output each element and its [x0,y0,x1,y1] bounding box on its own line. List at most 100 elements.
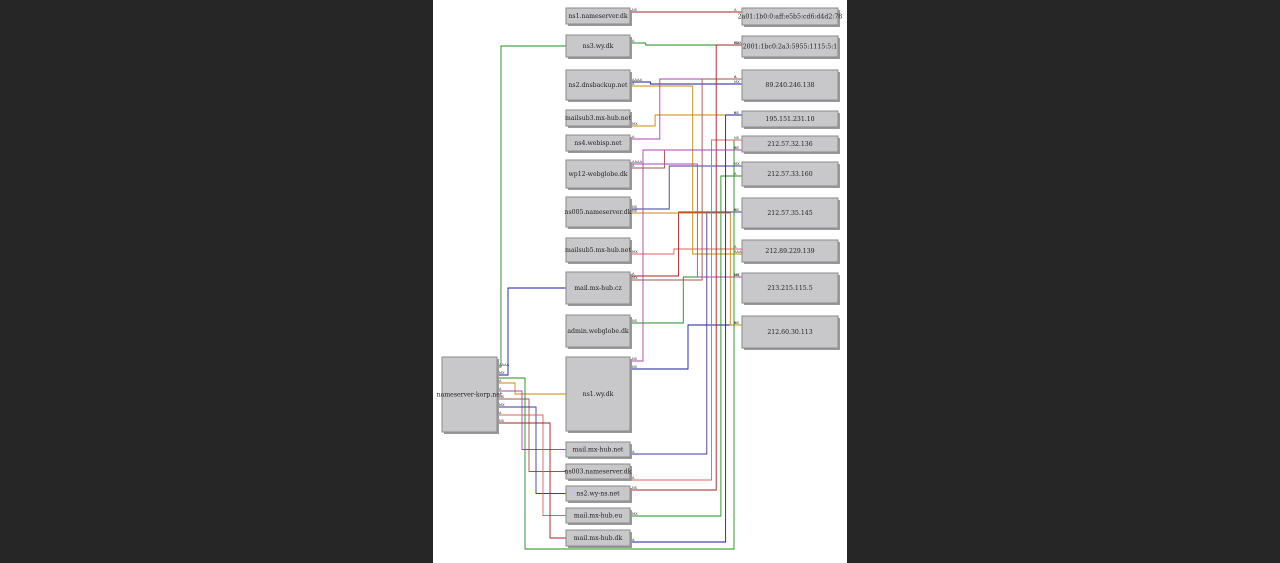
edge-10 [630,324,742,370]
edge-port-label: NS [632,365,638,369]
edge-port-label: NS [632,209,638,213]
right-node-4-label: 212.57.32.136 [767,141,812,148]
edge-port-label: NS [734,273,740,277]
edge-port-label: MX [734,162,740,166]
edge-2 [630,81,742,85]
right-node-4[interactable]: 212.57.32.136 [741,135,840,154]
right-node-2[interactable]: 89.240.246.138 [741,69,840,102]
loop-edge [497,140,735,550]
left-node-11[interactable]: mail.mx-hub.net [565,441,632,459]
right-node-1-box [741,35,839,58]
edge-4 [630,78,742,140]
right-node-6[interactable]: 212.57.35.145 [741,197,840,230]
left-node-13-box [565,485,631,502]
left-node-0-label: ns1.nameserver.dk [568,13,627,20]
right-node-0[interactable]: 2a01:1b0:0:aff:e5b5:cd6:d4d2:78 [738,7,843,27]
left-node-6-label: ns005.nameserver.dk [564,209,631,216]
left-node-1-label: ns3.wy.dk [583,43,614,50]
edge-port-label: NS [499,395,505,399]
edge-port-label: A [734,8,737,12]
left-node-0[interactable]: ns1.nameserver.dk [565,7,632,26]
left-node-3-label: mailsub3.mx-hub.net [565,115,631,122]
center-edge-7 [497,422,566,539]
edge-port-label: AAAA [734,41,745,45]
right-node-6-label: 212.57.35.145 [767,210,812,217]
edge-port-label: AAAA [632,160,643,164]
left-node-7[interactable]: mailsub5.mx-hub.net [565,237,632,264]
edge-port-label: A [734,146,737,150]
left-node-8[interactable]: mail.mx-hub.cz [565,271,632,306]
edge-14 [630,211,742,455]
left-node-10[interactable]: ns1.wy.dk [565,356,632,433]
right-node-5-label: 212.57.33.160 [767,171,812,178]
center-edge-3 [497,390,566,450]
left-node-12[interactable]: ns003.nameserver.dk [564,463,632,481]
edge-port-label: NS [499,419,505,423]
left-node-2-box [565,69,631,101]
right-node-0-box [741,7,839,26]
center-node[interactable]: nameserver-korp.net [437,356,503,434]
edge-port-label: NS [632,319,638,323]
right-node-6-box [741,197,839,229]
edge-16 [630,44,742,491]
edge-port-label: AAAA [734,250,745,254]
left-node-15[interactable]: mail.mx-hub.dk [565,529,632,548]
right-node-8-label: 213.215.115.5 [767,285,812,292]
edge-port-label: MX [499,371,505,375]
right-node-3-box [741,110,839,128]
center-edge-0 [497,45,566,368]
edge-17 [630,175,742,517]
center-edge-5 [497,406,566,494]
edge-port-label: NS [632,486,638,490]
left-node-14[interactable]: mail.mx-hub.eu [565,507,632,525]
left-node-1[interactable]: ns3.wy.dk [565,34,632,59]
left-node-6[interactable]: ns005.nameserver.dk [564,196,632,229]
center-edge-2 [497,382,566,395]
right-node-7[interactable]: 212.89.229.139 [741,239,840,264]
edge-port-label: NS [734,208,740,212]
right-node-5[interactable]: 212.57.33.160 [741,161,840,188]
edge-port-label: A [734,208,737,212]
edge-port-label: NS [632,205,638,209]
left-node-2[interactable]: ns2.dnsbackup.net [565,69,632,102]
left-node-9-label: admin.webglobe.dk [567,328,629,335]
edge-port-label: MX [632,512,638,516]
right-node-9[interactable]: 212.60.30.113 [741,315,840,350]
edge-port-label: A [632,450,635,454]
left-node-10-box [565,356,631,432]
edge-port-label: A [734,321,737,325]
left-node-3-box [565,109,631,127]
center-edge-6 [497,414,566,516]
center-edge-1 [497,287,566,376]
left-node-8-label: mail.mx-hub.cz [574,285,622,292]
left-node-9[interactable]: admin.webglobe.dk [565,314,632,349]
left-node-3[interactable]: mailsub3.mx-hub.net [565,109,632,128]
left-node-5-label: wp12-webglobe.dk [568,171,627,178]
left-node-12-box [565,463,631,480]
right-node-3[interactable]: 195.151.231.10 [741,110,840,129]
left-node-13-label: ns2.wy-ns.net [576,491,620,498]
left-node-14-box [565,507,631,524]
left-node-4[interactable]: ns4.webisp.net [565,134,632,153]
right-node-2-box [741,69,839,101]
edge-port-label: A [734,245,737,249]
edge-15 [630,139,742,481]
right-node-3-label: 195.151.231.10 [765,116,814,123]
right-node-7-label: 212.89.229.139 [765,248,814,255]
left-node-5[interactable]: wp12-webglobe.dk [565,159,632,190]
left-node-13[interactable]: ns2.wy-ns.net [565,485,632,503]
edge-20 [630,149,742,362]
right-node-8[interactable]: 213.215.115.5 [741,272,840,305]
left-node-11-label: mail.mx-hub.net [573,447,624,454]
edge-port-label: AAAA [632,78,643,82]
left-node-14-label: mail.mx-hub.eu [574,513,622,520]
edge-1 [630,42,742,46]
right-node-1[interactable]: 2001:1bc0:2a3:5955:1115:5:1 [741,35,840,59]
right-node-2-label: 89.240.246.138 [765,82,814,89]
left-node-7-box [565,237,631,263]
left-node-2-label: ns2.dnsbackup.net [568,82,628,89]
edge-19 [630,212,742,326]
left-node-12-label: ns003.nameserver.dk [564,469,631,476]
